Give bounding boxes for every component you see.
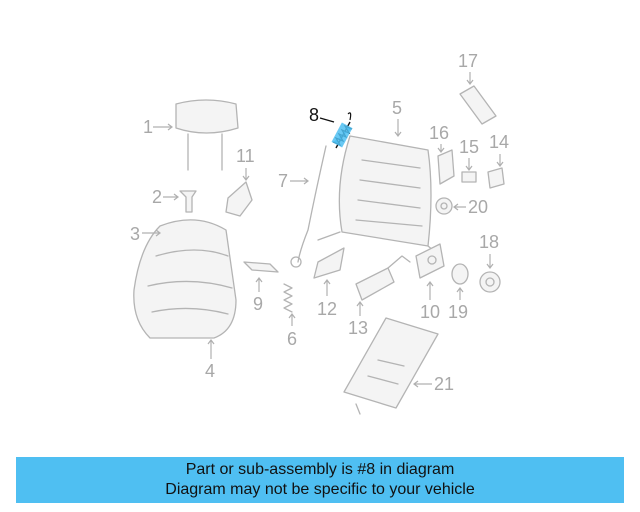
callout-7: 7 (278, 171, 288, 191)
part-13-lever[interactable] (355, 255, 411, 301)
part-6-spring[interactable] (283, 283, 293, 313)
callout-8: 8 (309, 105, 319, 125)
banner-line-1: Part or sub-assembly is #8 in diagram (185, 461, 455, 478)
callout-12: 12 (317, 299, 337, 319)
callout-2: 2 (152, 187, 162, 207)
part-11-cover[interactable] (225, 181, 253, 217)
callout-16: 16 (429, 123, 449, 143)
callout-17: 17 (458, 51, 478, 71)
callout-15: 15 (459, 137, 479, 157)
part-18-gear[interactable] (479, 271, 501, 293)
callout-10: 10 (420, 302, 440, 322)
callout-14: 14 (489, 132, 509, 152)
callout-9: 9 (253, 294, 263, 314)
part-9-clip[interactable] (243, 261, 279, 273)
callout-6: 6 (287, 329, 297, 349)
part-1-headrest[interactable] (175, 99, 239, 171)
part-14-switch[interactable] (487, 167, 505, 189)
callout-11: 11 (236, 146, 255, 166)
callout-1: 1 (143, 117, 153, 137)
part-19-cap[interactable] (451, 263, 469, 285)
callout-18: 18 (479, 232, 499, 252)
callout-19: 19 (448, 302, 468, 322)
callout-21: 21 (434, 374, 454, 394)
callout-20: 20 (468, 197, 488, 217)
part-8-spring-highlighted[interactable] (331, 112, 353, 149)
part-20-knob[interactable] (435, 197, 453, 215)
part-5-seatback-frame[interactable] (317, 135, 441, 257)
part-16-trim-panel[interactable] (437, 149, 455, 185)
callout-13: 13 (348, 318, 368, 338)
part-7-cable[interactable] (290, 145, 327, 268)
part-17-handle[interactable] (459, 85, 497, 125)
callout-5: 5 (392, 98, 402, 118)
part-12-side-trim[interactable] (313, 247, 345, 279)
banner-line-2: Diagram may not be specific to your vehi… (165, 481, 475, 498)
part-15-knob[interactable] (461, 171, 477, 183)
callout-3: 3 (130, 224, 140, 244)
part-21-seat-mat[interactable] (343, 317, 439, 415)
parts-diagram: 1 2 3 4 5 6 7 8 (130, 51, 509, 415)
callout-4: 4 (205, 361, 215, 381)
info-banner: Part or sub-assembly is #8 in diagram Di… (16, 457, 624, 503)
part-3-seatback-cover[interactable] (133, 219, 237, 339)
part-10-bracket[interactable] (415, 243, 445, 279)
part-2-headrest-guide[interactable] (179, 190, 197, 213)
